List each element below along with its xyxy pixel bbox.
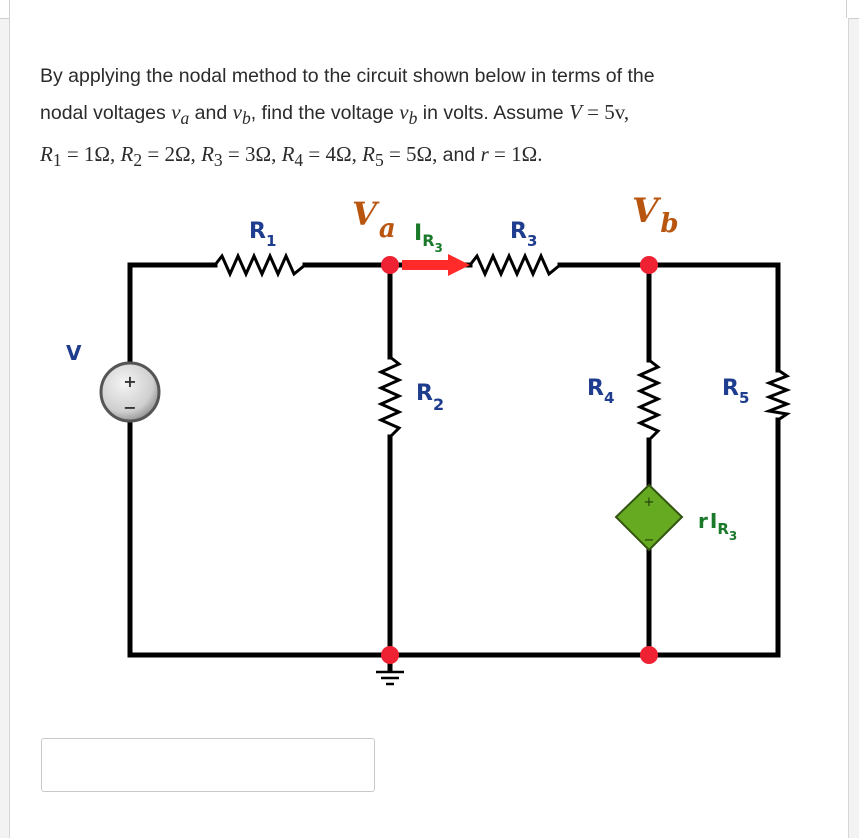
question-text: By applying the nodal method to the circ… [40,58,820,178]
resistor-r5 [763,368,792,422]
dependent-source: + − [614,483,684,552]
math-r: r = 1Ω. [481,142,543,166]
question-card [9,18,849,838]
math-symbol: r [480,142,489,167]
math-subscript: 2 [133,150,143,171]
wires [127,262,781,673]
question-line-1: By applying the nodal method to the circ… [40,65,655,87]
node-va [381,256,399,274]
label-va: Va [352,195,396,244]
current-arrow [402,254,470,276]
strip-divider [9,0,10,18]
label-r3: R3 [510,219,537,250]
nodes [381,256,658,664]
math-subscript: 4 [294,150,304,171]
label-ir3: IR3 [414,221,443,255]
text-fragment: in volts. Assume [417,102,570,124]
dep-plus: + [644,495,655,510]
math-subscript: a [180,108,190,129]
resistor-r4 [636,358,662,442]
math-r1: R1 = 1Ω, R2 = 2Ω, R3 = 3Ω, R4 = 4Ω, R5 =… [40,142,443,170]
text-fragment: and [189,102,233,124]
voltage-source: + − [99,360,161,423]
math-symbol: v [399,100,409,124]
math-symbol: V [569,100,582,124]
math-subscript: 5 [374,150,384,171]
dependent-source-diamond [614,483,684,552]
label-v-source: V [66,341,82,365]
math-value: = 3Ω, [222,142,282,167]
resistor-r1 [213,252,306,278]
source-circle [99,361,161,423]
ir3-arrow [402,254,470,276]
math-V: V = 5v, [569,100,629,124]
label-r2: R2 [416,381,444,414]
math-value: = 5v, [581,100,630,124]
math-subscript: b [408,108,418,129]
source-plus: + [123,372,136,391]
text-fragment: nodal voltages [40,102,172,124]
text-fragment: and [442,144,481,167]
math-symbol: v [171,100,181,124]
math-symbol: R [281,142,295,167]
node-vb [640,256,658,274]
math-va: va [171,100,189,128]
math-value: = 5Ω, [383,142,443,167]
node-bottom-right [640,646,658,664]
math-symbol: R [201,142,214,167]
math-value: = 4Ω, [303,142,363,167]
math-value: = 2Ω, [142,142,202,167]
resistor-r2 [377,355,403,439]
math-symbol: v [232,100,242,124]
wire-left-top [127,262,218,378]
question-line-3: R1 = 1Ω, R2 = 2Ω, R3 = 3Ω, R4 = 4Ω, R5 =… [40,136,820,178]
ground [376,670,404,686]
math-value: = 1Ω, [61,142,121,167]
source-minus: − [123,398,136,417]
text-fragment: , find the voltage [250,102,400,124]
math-value: = 1Ω. [488,142,543,167]
math-subscript: 3 [213,150,223,171]
question-line-2: nodal voltages va and vb, find the volta… [40,94,820,136]
math-subscript: b [241,108,251,129]
label-r5: R5 [722,376,749,407]
label-vb: Vb [632,191,679,239]
node-ground [381,646,399,664]
math-symbol: R [120,142,134,167]
wire-bottom [127,407,781,658]
resistor-r3 [468,252,561,278]
math-symbol: R [362,142,375,167]
math-subscript: 1 [52,150,62,171]
dep-minus: − [644,533,655,548]
math-vb: vb [232,100,251,128]
resistor-zigzags [213,252,792,442]
math-vb: vb [399,100,417,128]
answer-input[interactable] [41,738,375,792]
label-r4: R4 [587,376,614,407]
wire-r3-to-right [557,262,781,373]
strip-divider [846,0,847,18]
label-r1: R1 [249,219,276,250]
math-symbol: R [40,142,53,167]
